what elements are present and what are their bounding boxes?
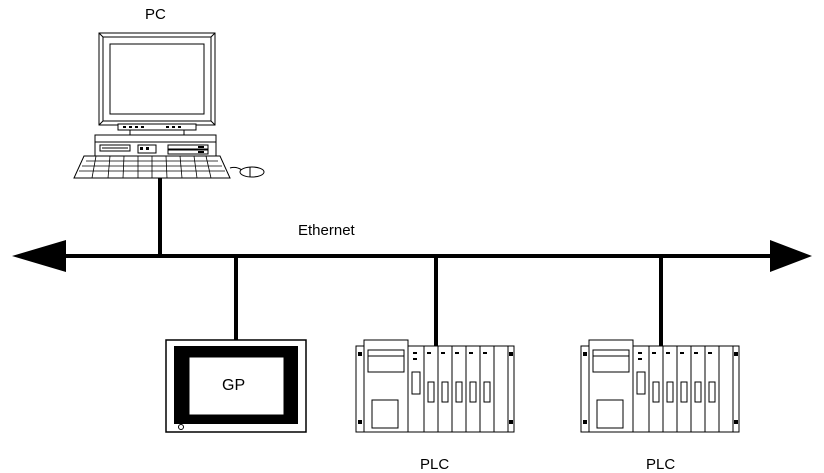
arrow-right-icon bbox=[770, 240, 812, 272]
plc-label-2: PLC bbox=[646, 456, 676, 473]
plc-label-1: PLC bbox=[420, 456, 450, 473]
gp-panel-icon bbox=[165, 339, 307, 433]
gp-label: GP bbox=[222, 377, 246, 394]
plc-icon bbox=[580, 339, 740, 433]
plc-icon bbox=[355, 339, 515, 433]
pc-icon bbox=[73, 32, 265, 179]
arrow-left-icon bbox=[12, 240, 66, 272]
pc-label: PC bbox=[145, 6, 166, 23]
ethernet-bus bbox=[12, 240, 812, 272]
ethernet-label: Ethernet bbox=[298, 222, 355, 239]
